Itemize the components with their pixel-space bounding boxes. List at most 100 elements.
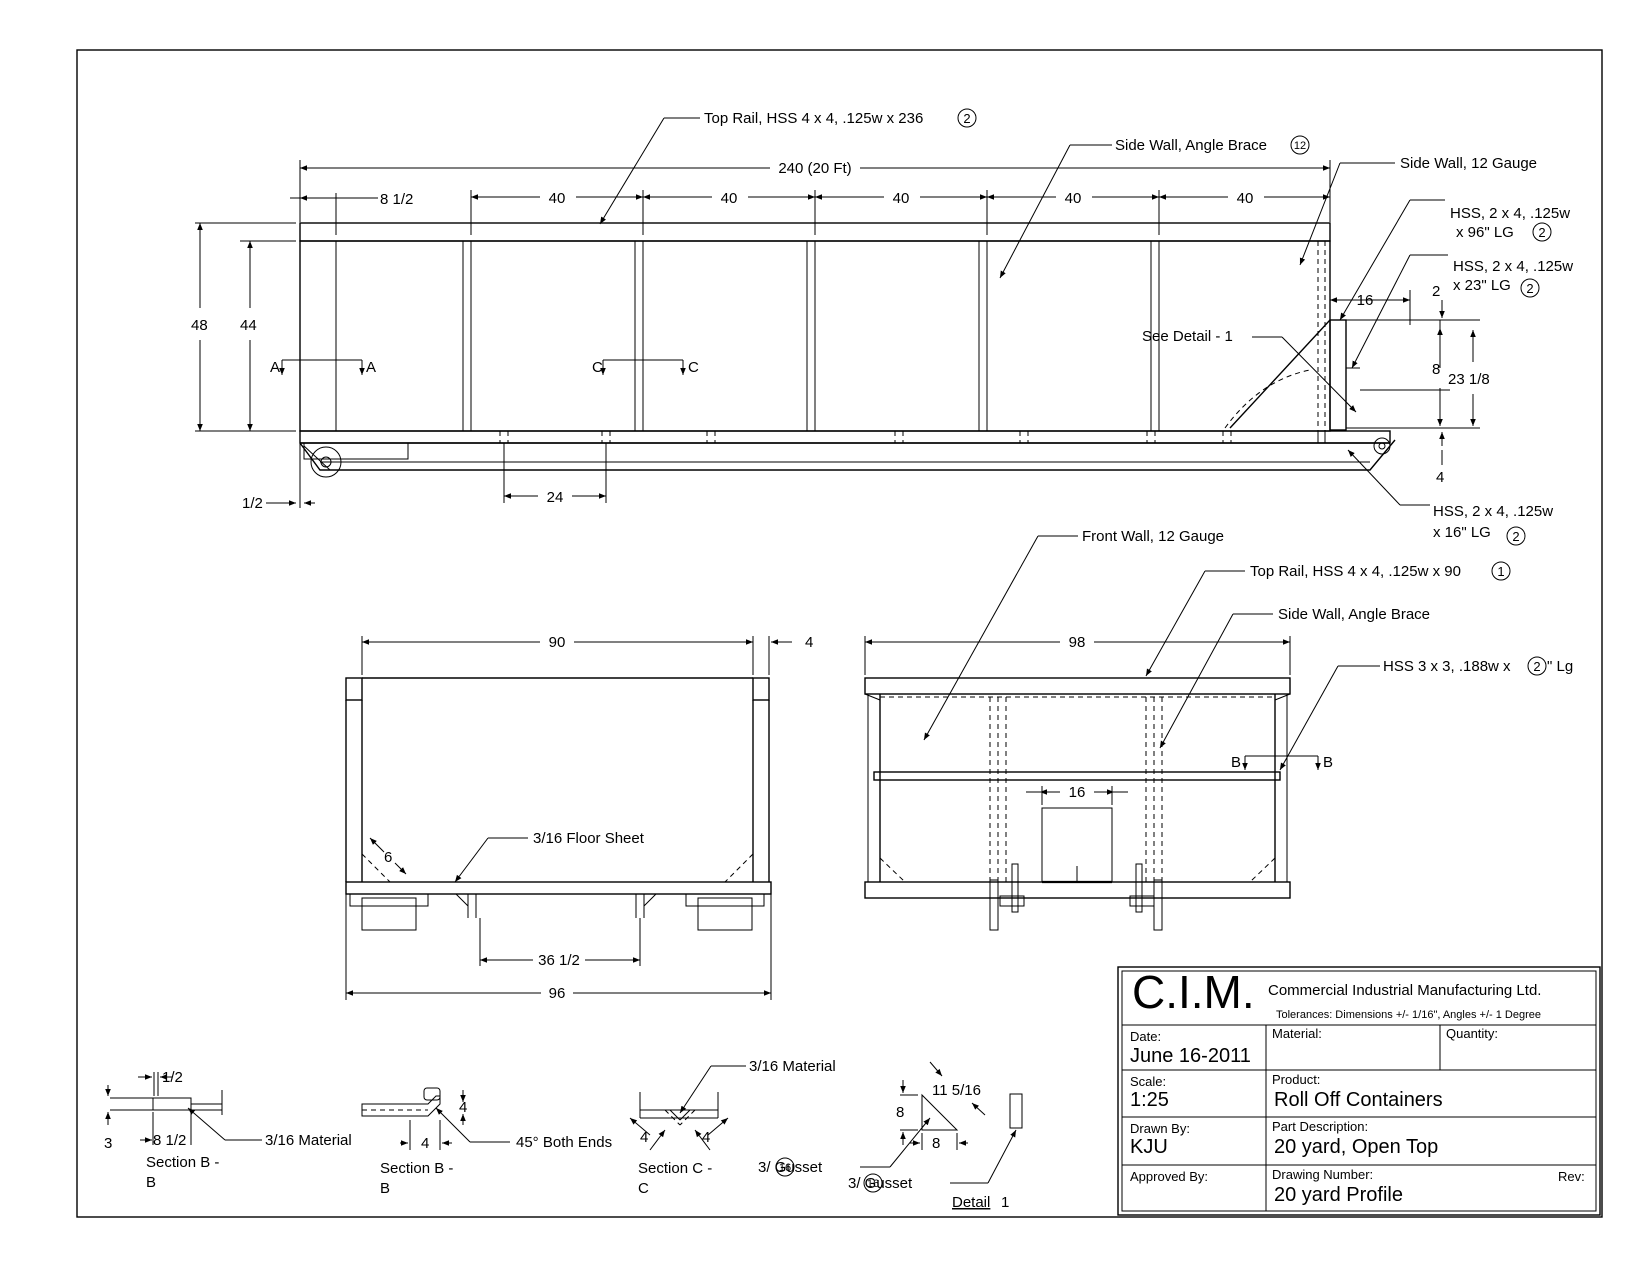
callout-hss96-a: HSS, 2 x 4, .125w [1450,205,1570,222]
title-block: C.I.M. Commercial Industrial Manufacturi… [1117,966,1601,1216]
end-view-left: 90 4 6 3/16 Floor Sheet 36 1/2 96 [345,634,813,1002]
detail-label: Detail [952,1194,990,1211]
part-label: Part Description: [1272,1119,1368,1134]
det-8b: 8 [932,1135,940,1152]
section-b-right: B [1323,754,1333,771]
rev-label: Rev: [1558,1169,1585,1184]
dim-spacing-3: 40 [893,190,910,207]
gusset-1: 3/ Gusset [758,1159,823,1176]
callout-hss23-b: x 23" LG [1453,277,1511,294]
callout-top-rail-end-qty: 1 [1497,564,1504,579]
callout-hss33-qty: 2 [1533,659,1540,674]
drawn-value: KJU [1130,1136,1168,1158]
dim-96: 96 [549,985,566,1002]
sec1-material: 3/16 Material [265,1132,352,1149]
callout-top-rail-end: Top Rail, HSS 4 x 4, .125w x 90 [1250,563,1461,580]
detail-1: 8 8 11 5/16 3/ Gusset 16 3/ Gusset 16 De… [758,1061,1023,1211]
callout-see-detail: See Detail - 1 [1142,328,1233,345]
dim-overall: 240 (20 Ft) [778,160,851,177]
sec3-material: 3/16 Material [749,1058,836,1075]
callout-hss16-b: x 16" LG [1433,524,1491,541]
scale-label: Scale: [1130,1074,1166,1089]
dim-16-end: 16 [1069,784,1086,801]
dim-98: 98 [1069,634,1086,651]
tolerances: Tolerances: Dimensions +/- 1/16", Angles… [1276,1009,1541,1021]
callout-hss33-a: HSS 3 x 3, .188w x [1383,658,1511,675]
det-11: 11 5/16 [932,1082,981,1099]
sheet-border [76,49,1603,1218]
callout-top-rail: Top Rail, HSS 4 x 4, .125w x 236 [704,110,923,127]
callout-hss96-qty: 2 [1538,225,1545,240]
dim-4-end: 4 [805,634,813,651]
material-label: Material: [1272,1026,1322,1041]
callout-hss96-b: x 96" LG [1456,224,1514,241]
product-value: Roll Off Containers [1274,1089,1443,1111]
side-view: 240 (20 Ft) 8 1/2 40 40 40 40 40 [191,108,1573,546]
callout-angle-brace: Side Wall, Angle Brace [1115,137,1267,154]
dim-36: 36 1/2 [538,952,580,969]
drawn-label: Drawn By: [1130,1121,1190,1136]
dim-height-48: 48 [191,317,208,334]
callout-hss16-a: HSS, 2 x 4, .125w [1433,503,1553,520]
drawing-value: 20 yard Profile [1274,1184,1403,1206]
dim-spacing-4: 40 [1065,190,1082,207]
section-b-left: B [1231,754,1241,771]
part-value: 20 yard, Open Top [1274,1136,1438,1158]
callout-angle-brace-qty: 12 [1294,140,1306,152]
dim-spacing-5: 40 [1237,190,1254,207]
sec1-title-b: B [146,1174,156,1191]
dim-90: 90 [549,634,566,651]
det-8a: 8 [896,1104,904,1121]
sec2-4a: 4 [459,1099,467,1116]
section-c-left: C [592,359,603,376]
sec1-title-a: Section B - [146,1154,219,1171]
gusset-2-qty: 16 [867,1178,879,1190]
sec1-half: 1/2 [162,1069,183,1086]
approved-label: Approved By: [1130,1169,1208,1184]
callout-hss23-qty: 2 [1526,281,1533,296]
dim-4: 4 [1436,469,1444,486]
sec3-4a: 4 [640,1129,648,1146]
sec2-title-b: B [380,1180,390,1197]
gusset-2: 3/ Gusset [848,1175,913,1192]
dim-16-side: 16 [1357,292,1374,309]
sec3-4b: 4 [702,1129,710,1146]
sec1-812: 8 1/2 [153,1132,186,1149]
dim-6: 6 [384,849,392,866]
dim-spacing-2: 40 [721,190,738,207]
detail-section-b1: 1/2 3 8 1/2 3/16 Material Section B - B [104,1069,352,1191]
product-label: Product: [1272,1072,1320,1087]
section-a-left: A [270,359,280,376]
section-c-right: C [688,359,699,376]
dim-23: 23 1/8 [1448,371,1490,388]
dim-height-44: 44 [240,317,257,334]
callout-floor-sheet: 3/16 Floor Sheet [533,830,645,847]
dim-2: 2 [1432,283,1440,300]
date-label: Date: [1130,1029,1161,1044]
sec2-title-a: Section B - [380,1160,453,1177]
detail-num: 1 [1001,1194,1009,1211]
sec2-4b: 4 [421,1135,429,1152]
section-a-right: A [366,359,376,376]
end-view-right: 98 16 B B Front Wall, 12 Gauge Top Rail,… [864,528,1573,931]
sec3-title-b: C [638,1180,649,1197]
sec2-note: 45° Both Ends [516,1134,612,1151]
dim-24: 24 [547,489,564,506]
drawing-label: Drawing Number: [1272,1167,1373,1182]
dim-8: 8 [1432,361,1440,378]
scale-value: 1:25 [1130,1089,1169,1111]
gusset-1-qty: 16 [779,1162,791,1174]
dim-first: 8 1/2 [380,191,413,208]
detail-section-b2: 4 4 45° Both Ends Section B - B [361,1087,612,1197]
callout-hss23-a: HSS, 2 x 4, .125w [1453,258,1573,275]
dim-half: 1/2 [242,495,263,512]
callout-front-wall: Front Wall, 12 Gauge [1082,528,1224,545]
callout-angle-brace-end: Side Wall, Angle Brace [1278,606,1430,623]
sec1-3: 3 [104,1135,112,1152]
sec3-title-a: Section C - [638,1160,712,1177]
company-logo: C.I.M. [1132,966,1255,1018]
date-value: June 16-2011 [1130,1045,1251,1067]
callout-hss16-qty: 2 [1512,529,1519,544]
callout-side-wall: Side Wall, 12 Gauge [1400,155,1537,172]
